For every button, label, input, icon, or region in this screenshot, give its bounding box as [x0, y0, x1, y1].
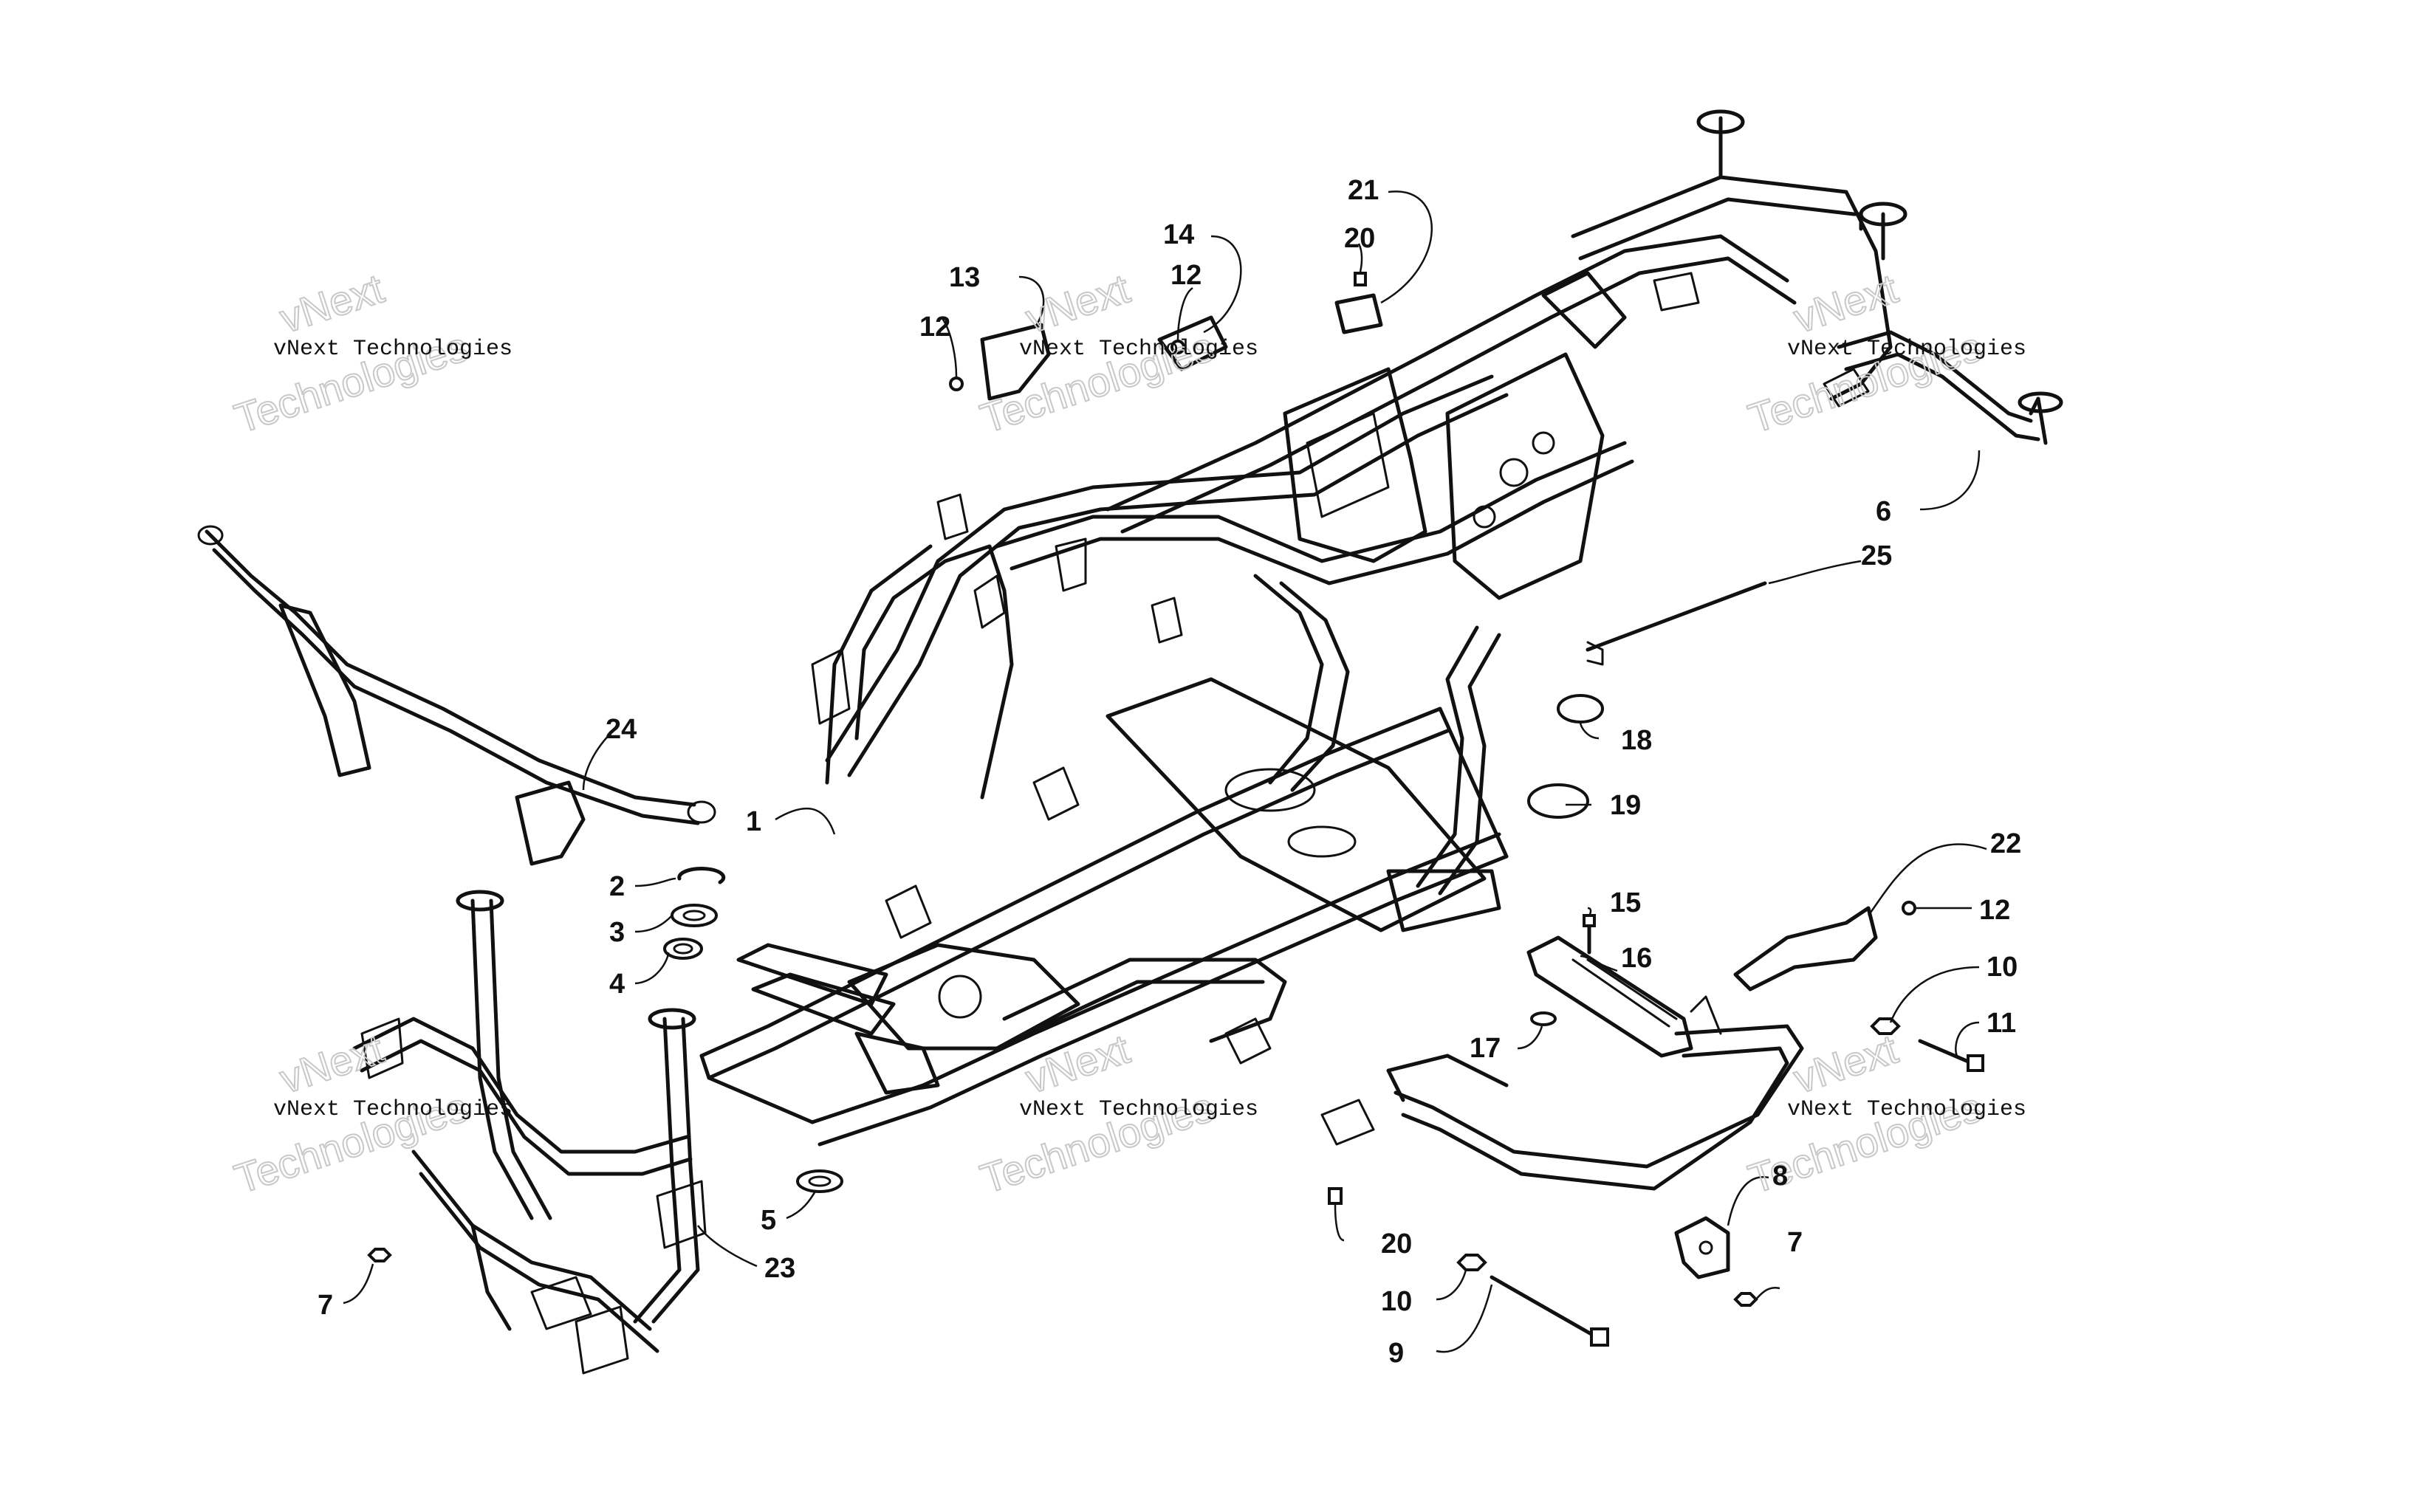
- callout-10a: 10: [1381, 1286, 1412, 1317]
- callout-8: 8: [1772, 1161, 1788, 1192]
- watermark-3: vNext Technologies vNext Technologies: [1742, 264, 2026, 443]
- callout-20a: 20: [1344, 223, 1375, 254]
- watermark-big-line1: vNext: [1788, 1025, 1903, 1102]
- watermark-small-line: vNext Technologies: [1019, 1097, 1258, 1122]
- part-22-bracket: [1733, 906, 1878, 992]
- callout-23: 23: [764, 1253, 795, 1284]
- part-8-bracket: [1674, 1216, 1730, 1279]
- callout-4: 4: [609, 969, 625, 1000]
- watermark-5: vNext Technologies vNext Technologies: [974, 1025, 1258, 1203]
- watermark-1: vNext Technologies vNext Technologies: [228, 264, 513, 443]
- callout-7a: 7: [318, 1290, 333, 1321]
- callout-1: 1: [746, 806, 761, 837]
- callout-labels: 1 2 3 4 5 6 7 7 8 9 10 10 11 12 12 12 13…: [318, 175, 2021, 1369]
- callout-10b: 10: [1987, 952, 2018, 983]
- callout-5: 5: [761, 1205, 776, 1236]
- callout-15: 15: [1610, 887, 1641, 918]
- callout-18: 18: [1621, 725, 1652, 756]
- part-24-front-bar: [197, 525, 716, 866]
- callout-12a: 12: [919, 312, 950, 343]
- callout-11: 11: [1987, 1008, 2016, 1039]
- watermark-small-line: vNext Technologies: [1787, 337, 2026, 362]
- part-6-rear-bar: [1823, 330, 2063, 445]
- part-16-footrest: [1320, 935, 1804, 1191]
- callout-9: 9: [1388, 1338, 1404, 1369]
- callout-22: 22: [1990, 828, 2021, 859]
- part-23-front-rack: [352, 890, 707, 1375]
- callout-7b: 7: [1787, 1227, 1803, 1258]
- watermark-big-line1: vNext: [1020, 1025, 1135, 1102]
- main-frame: [699, 109, 1907, 1147]
- callout-19: 19: [1610, 790, 1641, 821]
- callout-21: 21: [1348, 175, 1379, 206]
- hardware: [367, 272, 1984, 1347]
- callout-6: 6: [1876, 496, 1891, 527]
- callout-25: 25: [1861, 540, 1892, 571]
- callout-16: 16: [1621, 943, 1652, 974]
- callout-3: 3: [609, 917, 625, 948]
- leader-lines: [343, 190, 1987, 1353]
- callout-20b: 20: [1381, 1228, 1412, 1260]
- watermark-2: vNext Technologies vNext Technologies: [974, 264, 1258, 443]
- callout-12b: 12: [1170, 260, 1202, 291]
- callout-17: 17: [1470, 1033, 1501, 1064]
- callout-12c: 12: [1979, 895, 2010, 926]
- callout-13: 13: [949, 262, 980, 293]
- watermark-small-line: vNext Technologies: [273, 337, 513, 362]
- watermark-big-line1: vNext: [274, 265, 389, 342]
- watermark-big-line1: vNext: [1020, 265, 1135, 342]
- watermark-small-line: vNext Technologies: [1787, 1097, 2026, 1122]
- watermark-big-line1: vNext: [274, 1025, 389, 1102]
- callout-14: 14: [1163, 219, 1194, 250]
- callout-24: 24: [606, 714, 637, 745]
- watermark-4: vNext Technologies vNext Technologies: [228, 1025, 513, 1203]
- watermark-big-line1: vNext: [1788, 265, 1903, 342]
- watermark-small-line: vNext Technologies: [1019, 337, 1258, 362]
- watermark-small-line: vNext Technologies: [273, 1097, 513, 1122]
- callout-2: 2: [609, 871, 625, 902]
